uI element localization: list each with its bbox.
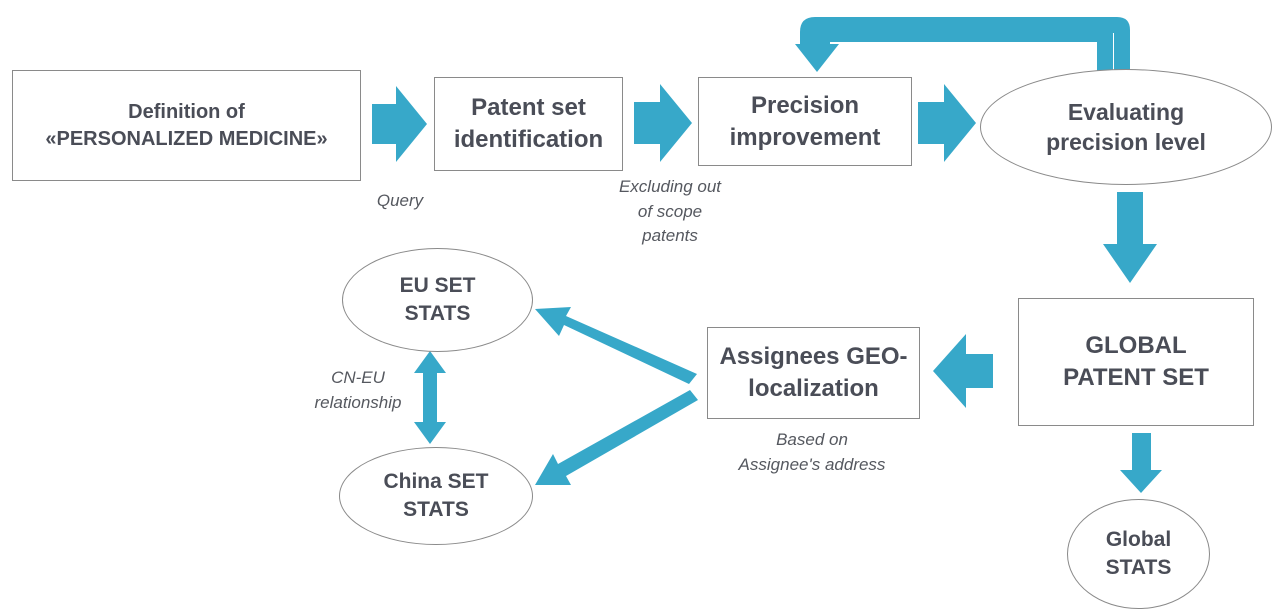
node-evaluating-precision: Evaluating precision level (980, 69, 1272, 185)
arrow-assignees-to-eu (535, 307, 697, 384)
arrow-assignees-to-china (535, 390, 698, 485)
node-global-patent-set: GLOBAL PATENT SET (1018, 298, 1254, 426)
arrow-global-to-assignees (933, 334, 993, 408)
arrow-feedback-loop (795, 26, 1113, 72)
node-precision-improvement: Precision improvement (698, 77, 912, 166)
arrow-evaluating-to-global (1103, 192, 1157, 283)
node-china-label: China SET STATS (383, 470, 489, 521)
note-excluding-out-of-scope: Excluding out of scope patents (618, 177, 722, 246)
note-cn-eu-relationship: CN-EU relationship (314, 368, 402, 412)
note-query: Query (376, 191, 424, 210)
node-assignees-label: Assignees GEO- localization (719, 343, 908, 402)
node-patent-set-identification: Patent set identification (434, 77, 623, 171)
arrow-global-to-global-stats (1120, 433, 1162, 493)
node-eu-label: EU SET STATS (399, 274, 476, 325)
node-precision-label: Precision improvement (729, 91, 881, 151)
arrow-eu-china-bidirectional (414, 351, 446, 444)
arrow-patent-set-to-precision (634, 84, 692, 162)
node-evaluating-label: Evaluating precision level (1046, 98, 1206, 155)
node-assignees-geo: Assignees GEO- localization (707, 327, 920, 419)
node-global-patent-set-label: GLOBAL PATENT SET (1063, 332, 1209, 391)
node-patent-set-label: Patent set identification (453, 94, 604, 153)
arrow-precision-to-evaluating (918, 84, 976, 162)
node-global-stats: Global STATS (1067, 499, 1210, 609)
node-global-stats-label: Global STATS (1105, 528, 1172, 579)
arrow-definition-to-patent-set (372, 86, 427, 162)
node-china-set-stats: China SET STATS (339, 447, 533, 545)
node-definition: Definition of «PERSONALIZED MEDICINE» (12, 70, 361, 181)
note-based-on-address: Based on Assignee's address (738, 430, 886, 474)
node-definition-label: Definition of «PERSONALIZED MEDICINE» (45, 101, 328, 150)
node-eu-set-stats: EU SET STATS (342, 248, 533, 352)
arrow-feedback-loop-outer (800, 17, 1130, 72)
